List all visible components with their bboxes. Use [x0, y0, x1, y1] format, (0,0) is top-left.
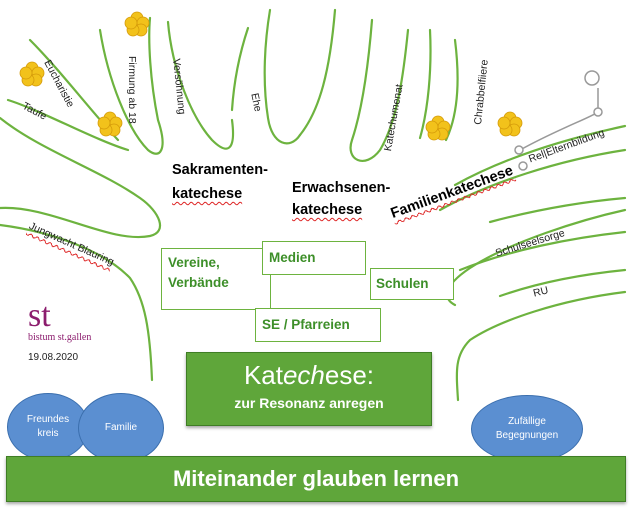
banner-subtitle: zur Resonanz anregen — [234, 395, 384, 411]
flower-icons — [19, 11, 523, 141]
rotate-arrow-icon — [584, 70, 600, 86]
connector-dot — [593, 107, 603, 117]
flower-icon — [19, 61, 45, 87]
flower-icon — [425, 115, 451, 141]
finger-chrabbel — [418, 28, 432, 140]
finger-ehe — [230, 26, 250, 112]
finger-ehe-right — [263, 8, 302, 145]
heading-erwachsenenkatechese: Erwachsenen- katechese — [292, 180, 391, 218]
outline-right-lower — [455, 290, 627, 402]
flower-icon — [497, 111, 523, 137]
logo-bistum: st bistum st.gallen — [28, 297, 92, 344]
finger-schulseelsorge — [488, 196, 627, 224]
finger-firmung — [98, 16, 164, 155]
heading-sakramentenkatechese: Sakramenten- katechese — [172, 162, 268, 202]
connector-dot — [514, 145, 524, 155]
outline-left — [0, 116, 161, 239]
box-vereine-verbaende: Vereine, Verbände — [161, 248, 271, 310]
box-se-pfarreien: SE / Pfarreien — [255, 308, 381, 342]
finger-ru — [498, 268, 627, 298]
finger-katechumenat — [349, 18, 410, 162]
box-medien: Medien — [262, 241, 366, 275]
banner-title: Katechese: — [243, 360, 375, 390]
flower-icon — [124, 11, 150, 37]
date-label: 19.08.2020 — [28, 352, 79, 363]
finger-rechts-mitte — [438, 148, 627, 212]
label-firmung: Firmung ab 18 — [126, 56, 138, 124]
finger-elternbildung — [453, 124, 627, 187]
connector-dot — [518, 161, 528, 171]
finger-versoehnung — [166, 20, 235, 150]
box-schulen: Schulen — [370, 268, 454, 300]
outline-left-lower — [0, 223, 154, 382]
finger-taufe — [6, 98, 130, 152]
bottom-banner: Miteinander glauben lernen — [6, 456, 626, 502]
bubble-familie: Familie — [78, 393, 164, 463]
flower-icon — [97, 111, 123, 137]
logo-mark: st — [28, 297, 51, 334]
finger-center — [298, 8, 337, 137]
center-banner: Katechese: zur Resonanz anregen — [186, 352, 432, 426]
logo-name: bistum st.gallen — [28, 332, 92, 343]
finger-chrabbel-right — [444, 38, 459, 142]
